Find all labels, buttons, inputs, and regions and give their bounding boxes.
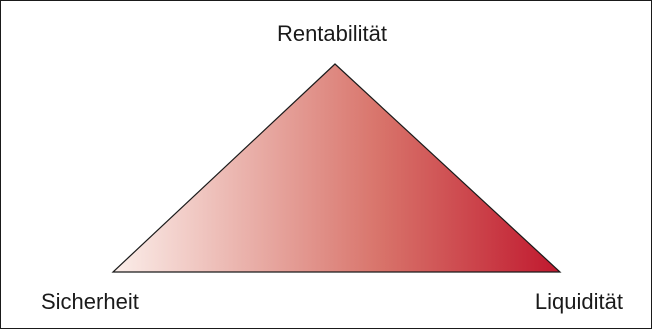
vertex-label-liquiditaet: Liquidität (534, 289, 623, 314)
vertex-label-rentabilitaet: Rentabilität (276, 21, 388, 46)
vertex-label-sicherheit: Sicherheit (41, 289, 139, 314)
triangle-shape (111, 63, 562, 273)
